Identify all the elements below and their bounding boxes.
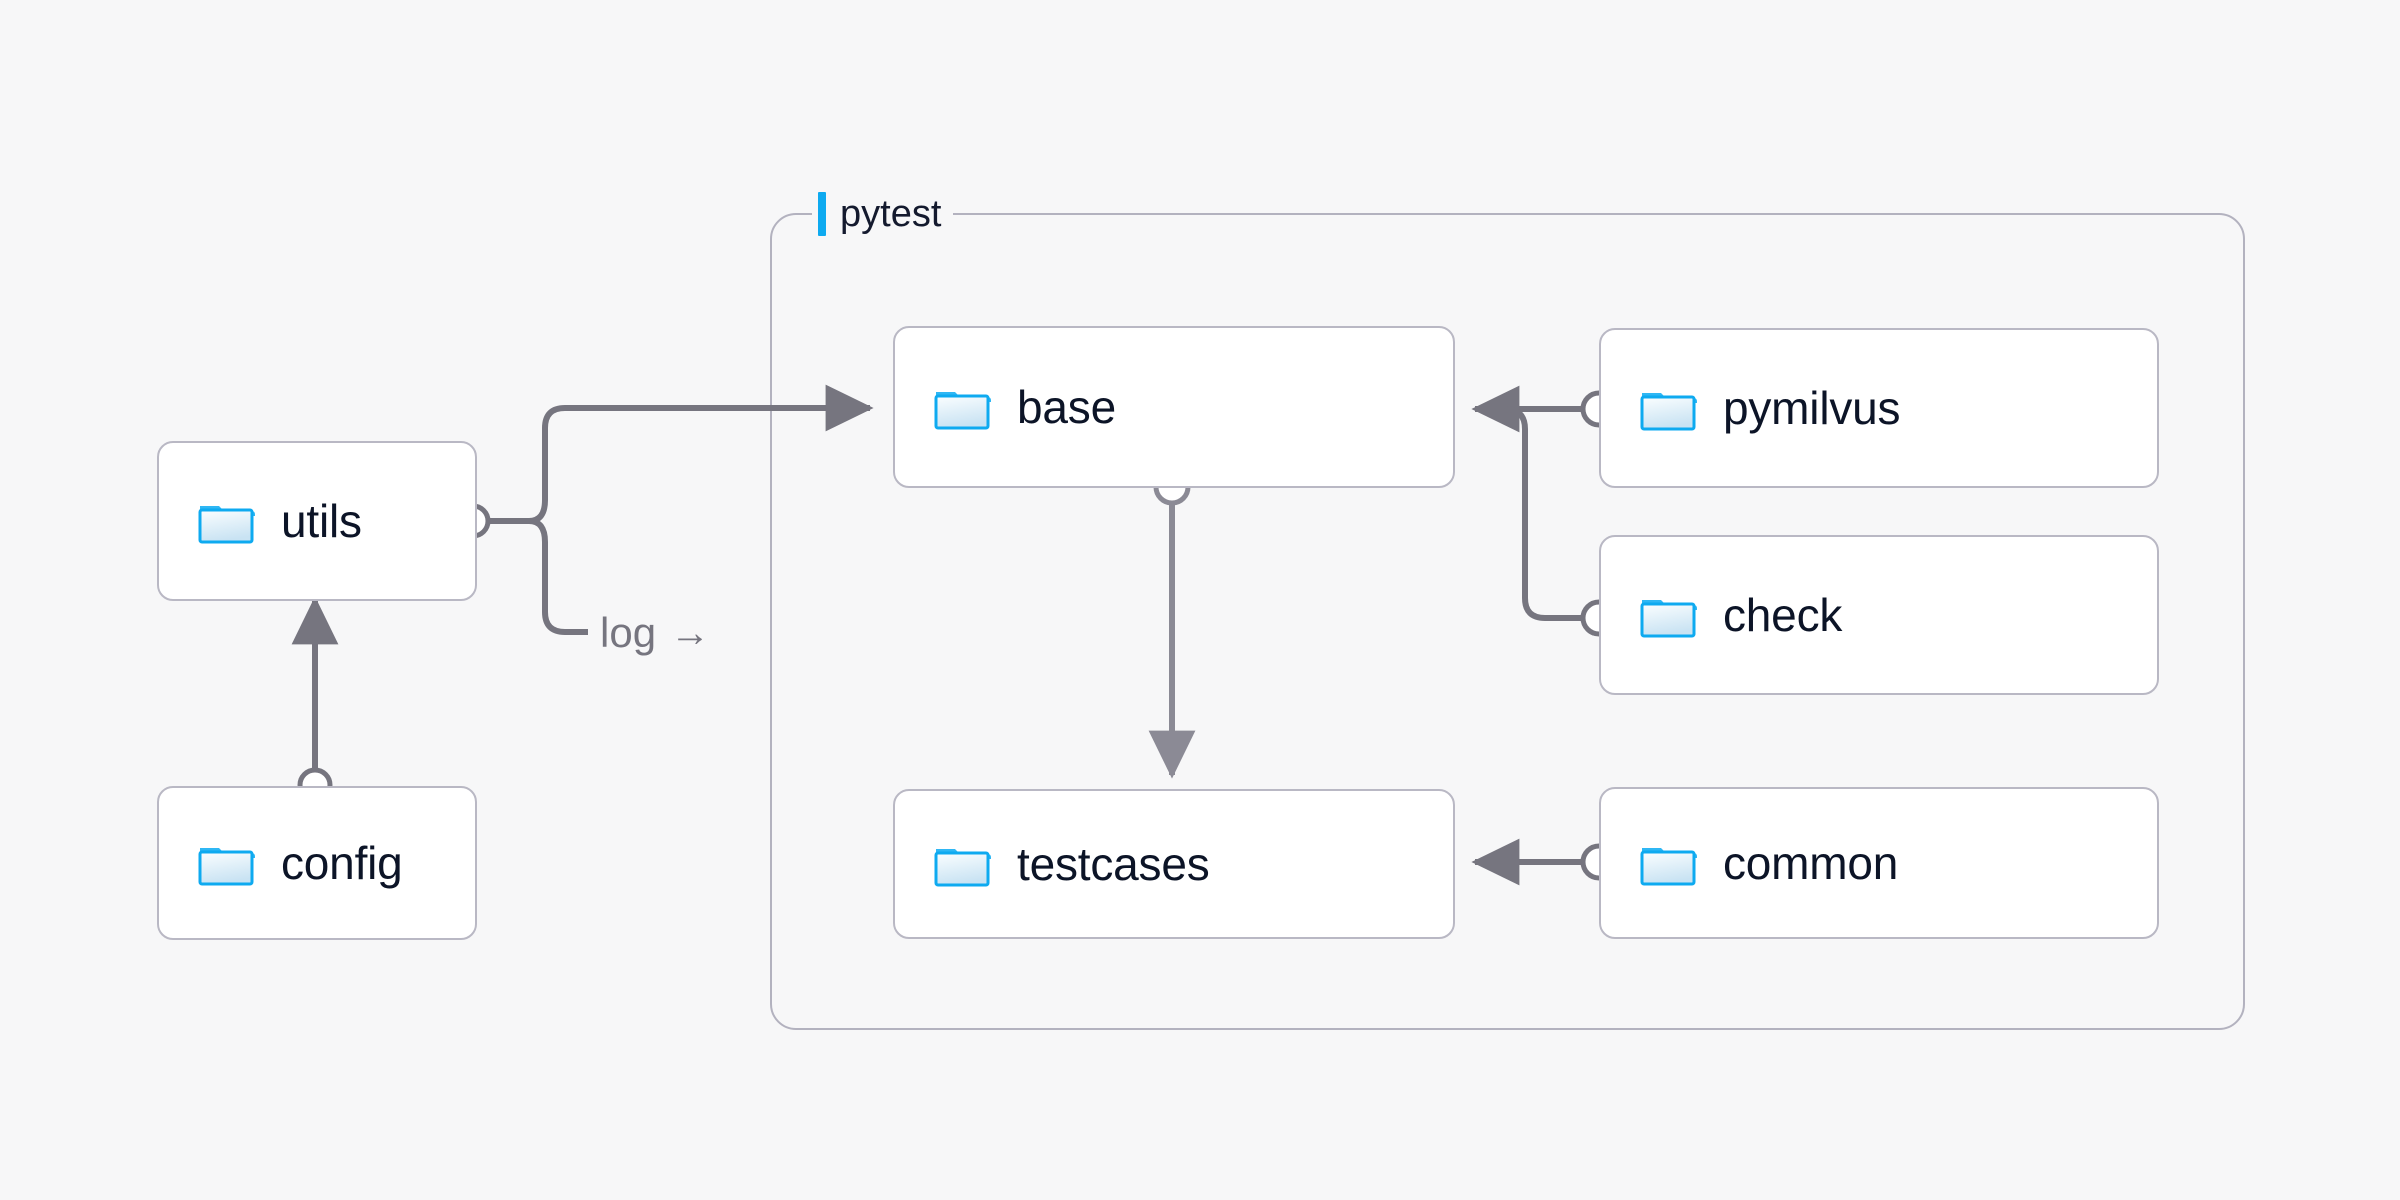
node-label-testcases: testcases [1017,838,1210,890]
edge-label-log: log → [600,612,710,654]
node-label-check: check [1723,589,1843,641]
folder-icon [1640,393,1697,431]
node-pymilvus[interactable]: pymilvus [1599,328,2159,488]
node-label-pymilvus: pymilvus [1723,382,1901,434]
node-label-config: config [281,837,403,889]
edge-label-log-text: log [600,609,657,656]
edge-config-utils [291,596,339,803]
group-container-pytest[interactable] [770,213,2245,1030]
folder-icon [934,849,991,887]
folder-icon [1640,600,1697,638]
folder-icon [1640,848,1697,886]
node-utils[interactable]: utils [157,441,477,601]
arrow-right-icon: → [670,611,711,655]
node-base[interactable]: base [893,326,1455,488]
folder-icon [934,392,991,430]
node-label-utils: utils [281,495,362,547]
group-title: pytest [840,193,942,235]
node-label-base: base [1017,381,1116,433]
node-check[interactable]: check [1599,535,2159,695]
group-label-pytest: pytest [812,191,954,237]
folder-icon [198,506,255,544]
folder-icon [198,848,255,886]
node-label-common: common [1723,837,1899,889]
edge-utils-log [528,518,588,635]
accent-bar-icon [818,192,826,236]
node-config[interactable]: config [157,786,477,940]
node-testcases[interactable]: testcases [893,789,1455,939]
node-common[interactable]: common [1599,787,2159,939]
